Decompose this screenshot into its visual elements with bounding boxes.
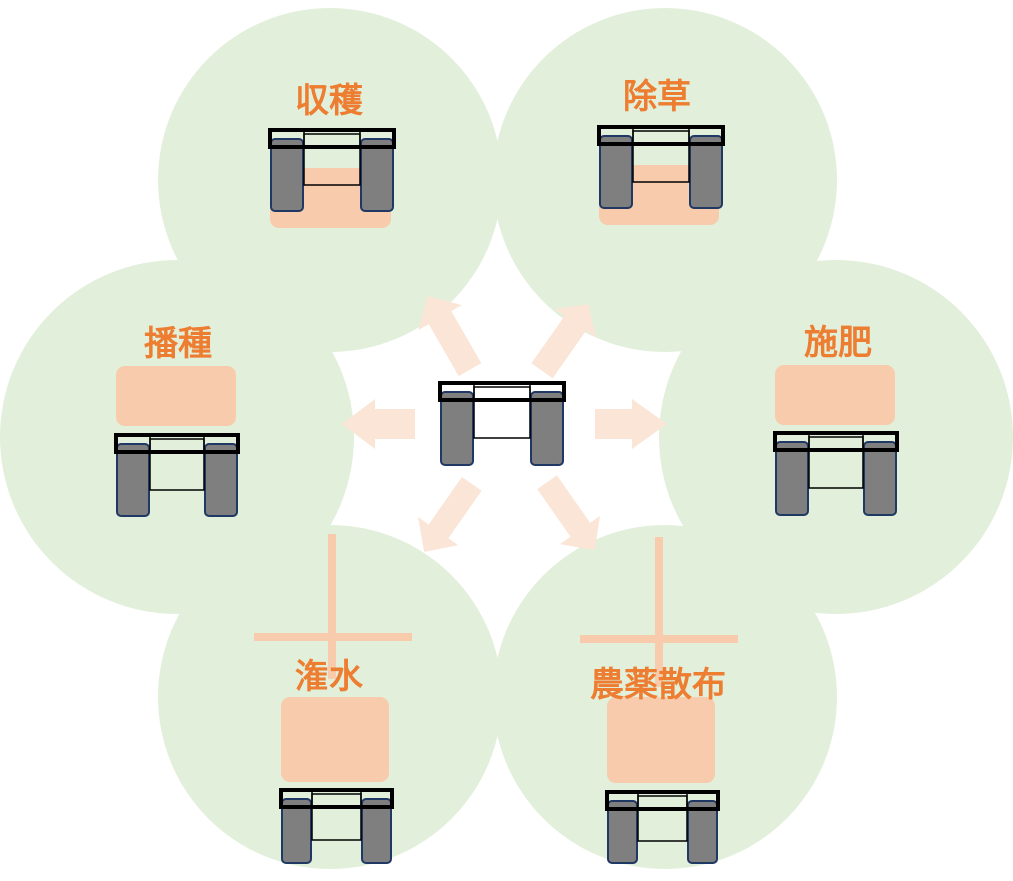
label-spraying: 農薬散布: [590, 665, 726, 705]
implement-fertilizing: [775, 365, 895, 425]
frame-top: [597, 125, 725, 146]
label-irrigation: 潅水: [295, 657, 363, 697]
wheel-right: [689, 135, 723, 209]
wheel-right: [361, 798, 392, 864]
tractor-center: [438, 381, 566, 466]
frame-top: [773, 431, 899, 452]
wheel-right: [204, 443, 238, 517]
label-weeding: 除草: [623, 77, 691, 117]
wheel-left: [599, 135, 633, 209]
label-seeding: 播種: [144, 324, 212, 364]
arrow-left: [342, 399, 415, 449]
arrow-down-left: [418, 476, 482, 552]
wheel-left: [775, 441, 809, 516]
tractor-irrigation: [279, 788, 394, 864]
arrow-up-right: [531, 304, 596, 379]
wheel-left: [116, 443, 150, 517]
wheel-left: [270, 138, 304, 212]
frame-body: [808, 436, 864, 489]
frame-body: [637, 795, 688, 842]
arrow-up-left: [418, 296, 482, 377]
wheel-right: [360, 138, 394, 212]
frame-body: [149, 438, 205, 491]
tractor-seeding: [114, 433, 240, 517]
frame-body: [303, 133, 361, 186]
wheel-left: [281, 798, 312, 864]
arrow-group: [342, 296, 667, 552]
spraying-boom: [580, 537, 738, 687]
frame-top: [268, 128, 396, 149]
arrow-down-right: [537, 475, 600, 551]
frame-top: [114, 433, 240, 454]
frame-top: [605, 790, 720, 811]
tractor-group: [114, 125, 899, 864]
frame-top: [438, 381, 566, 402]
wheel-right: [863, 441, 897, 516]
arrow-right: [595, 399, 667, 449]
tractor-harvest: [268, 128, 396, 212]
implement-seeding: [116, 366, 236, 426]
implement-spraying: [607, 697, 715, 783]
wheel-right: [530, 391, 564, 466]
frame-top: [279, 788, 394, 809]
wheel-left: [607, 800, 638, 864]
wheel-right: [687, 800, 718, 864]
implement-irrigation: [281, 697, 389, 782]
wheel-left: [440, 391, 474, 466]
tractor-fertilizing: [773, 431, 899, 516]
label-harvest: 収穫: [295, 81, 363, 121]
tractor-weeding: [597, 125, 725, 209]
tractor-spraying: [605, 790, 720, 864]
frame-body: [632, 130, 690, 183]
implement-group: [116, 165, 895, 783]
label-fertilizing: 施肥: [804, 323, 872, 363]
irrigation-sprinkler: [254, 534, 412, 679]
frame-body: [311, 793, 362, 841]
frame-body: [473, 386, 531, 439]
